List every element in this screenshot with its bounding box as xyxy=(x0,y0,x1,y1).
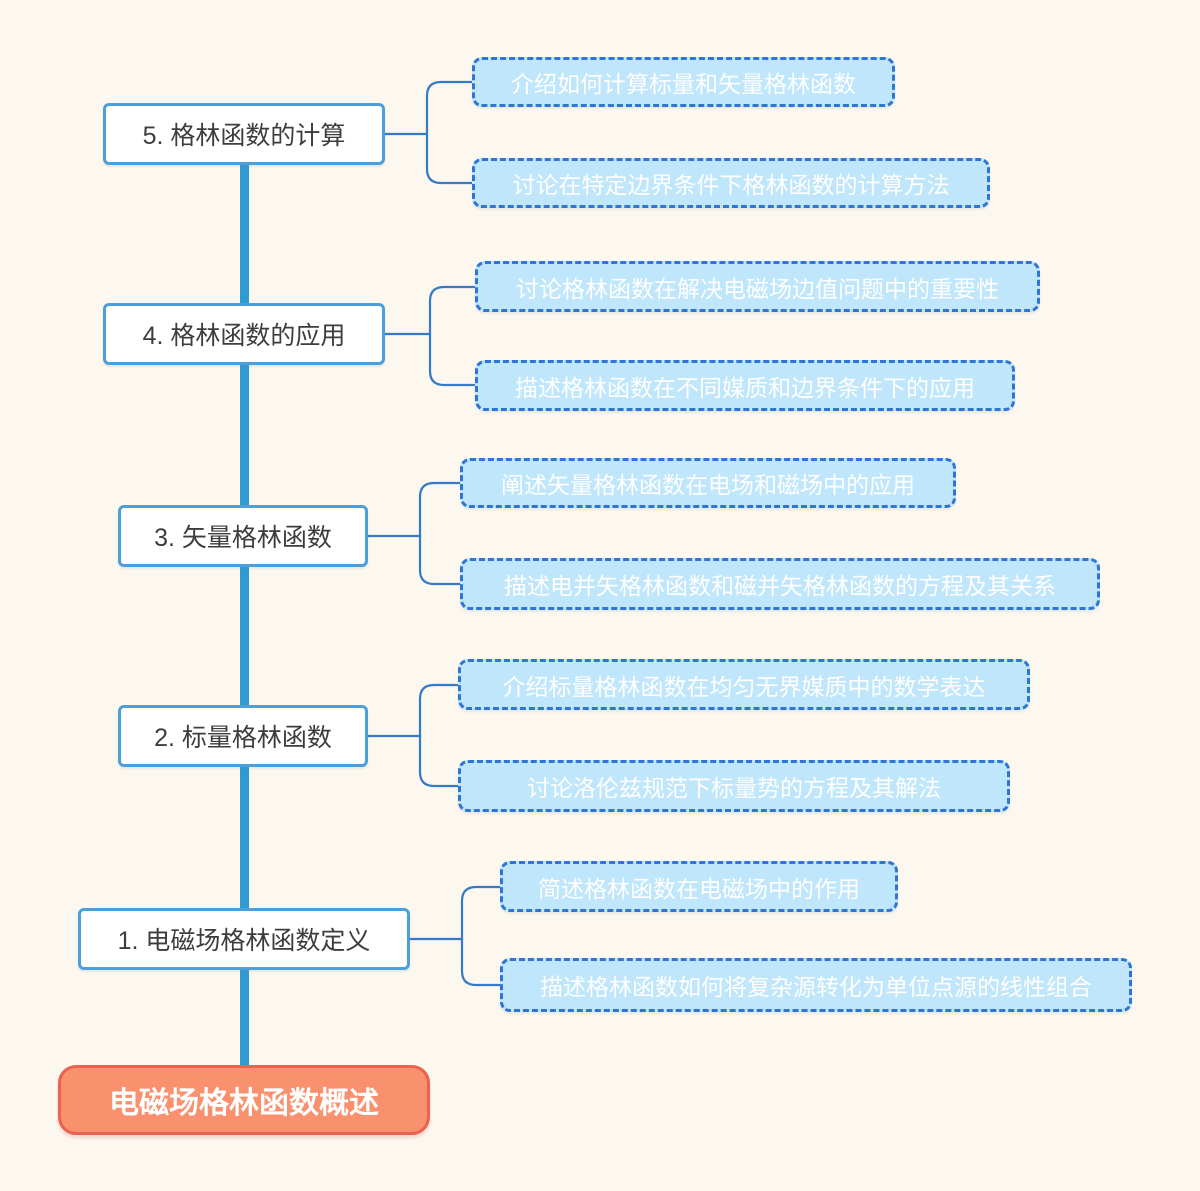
connector-branch2-child2 xyxy=(418,734,460,788)
leaf-node-3-1[interactable]: 阐述矢量格林函数在电场和磁场中的应用 xyxy=(460,458,956,508)
connector-branch1-child1 xyxy=(460,885,502,941)
branch-node-1[interactable]: 1. 电磁场格林函数定义 xyxy=(78,908,410,970)
leaf-node-5-2[interactable]: 讨论在特定边界条件下格林函数的计算方法 xyxy=(472,158,990,208)
leaf-node-5-1[interactable]: 介绍如何计算标量和矢量格林函数 xyxy=(472,57,895,107)
leaf-node-4-1[interactable]: 讨论格林函数在解决电磁场边值问题中的重要性 xyxy=(475,261,1040,312)
branch-node-4[interactable]: 4. 格林函数的应用 xyxy=(103,303,385,365)
connector-branch3-child2 xyxy=(418,534,462,586)
trunk-line xyxy=(240,134,249,1072)
leaf-node-3-2[interactable]: 描述电并矢格林函数和磁并矢格林函数的方程及其关系 xyxy=(460,558,1100,610)
branch-node-5[interactable]: 5. 格林函数的计算 xyxy=(103,103,385,165)
leaf-node-4-2[interactable]: 描述格林函数在不同媒质和边界条件下的应用 xyxy=(475,360,1015,411)
leaf-node-1-2[interactable]: 描述格林函数如何将复杂源转化为单位点源的线性组合 xyxy=(500,958,1132,1012)
connector-branch4-child2 xyxy=(428,332,477,387)
connector-branch5-child2 xyxy=(425,132,474,185)
leaf-node-2-1[interactable]: 介绍标量格林函数在均匀无界媒质中的数学表达 xyxy=(458,659,1030,710)
leaf-node-2-2[interactable]: 讨论洛伦兹规范下标量势的方程及其解法 xyxy=(458,760,1010,812)
leaf-node-1-1[interactable]: 简述格林函数在电磁场中的作用 xyxy=(500,861,898,912)
connector-branch4-child1 xyxy=(428,285,477,336)
root-node[interactable]: 电磁场格林函数概述 xyxy=(58,1065,430,1135)
connector-branch3-child1 xyxy=(418,481,462,538)
connector-branch5-child1 xyxy=(425,80,474,136)
branch-node-2[interactable]: 2. 标量格林函数 xyxy=(118,705,368,767)
connector-branch2-child1 xyxy=(418,683,460,738)
branch-node-3[interactable]: 3. 矢量格林函数 xyxy=(118,505,368,567)
connector-branch1-child2 xyxy=(460,937,502,987)
